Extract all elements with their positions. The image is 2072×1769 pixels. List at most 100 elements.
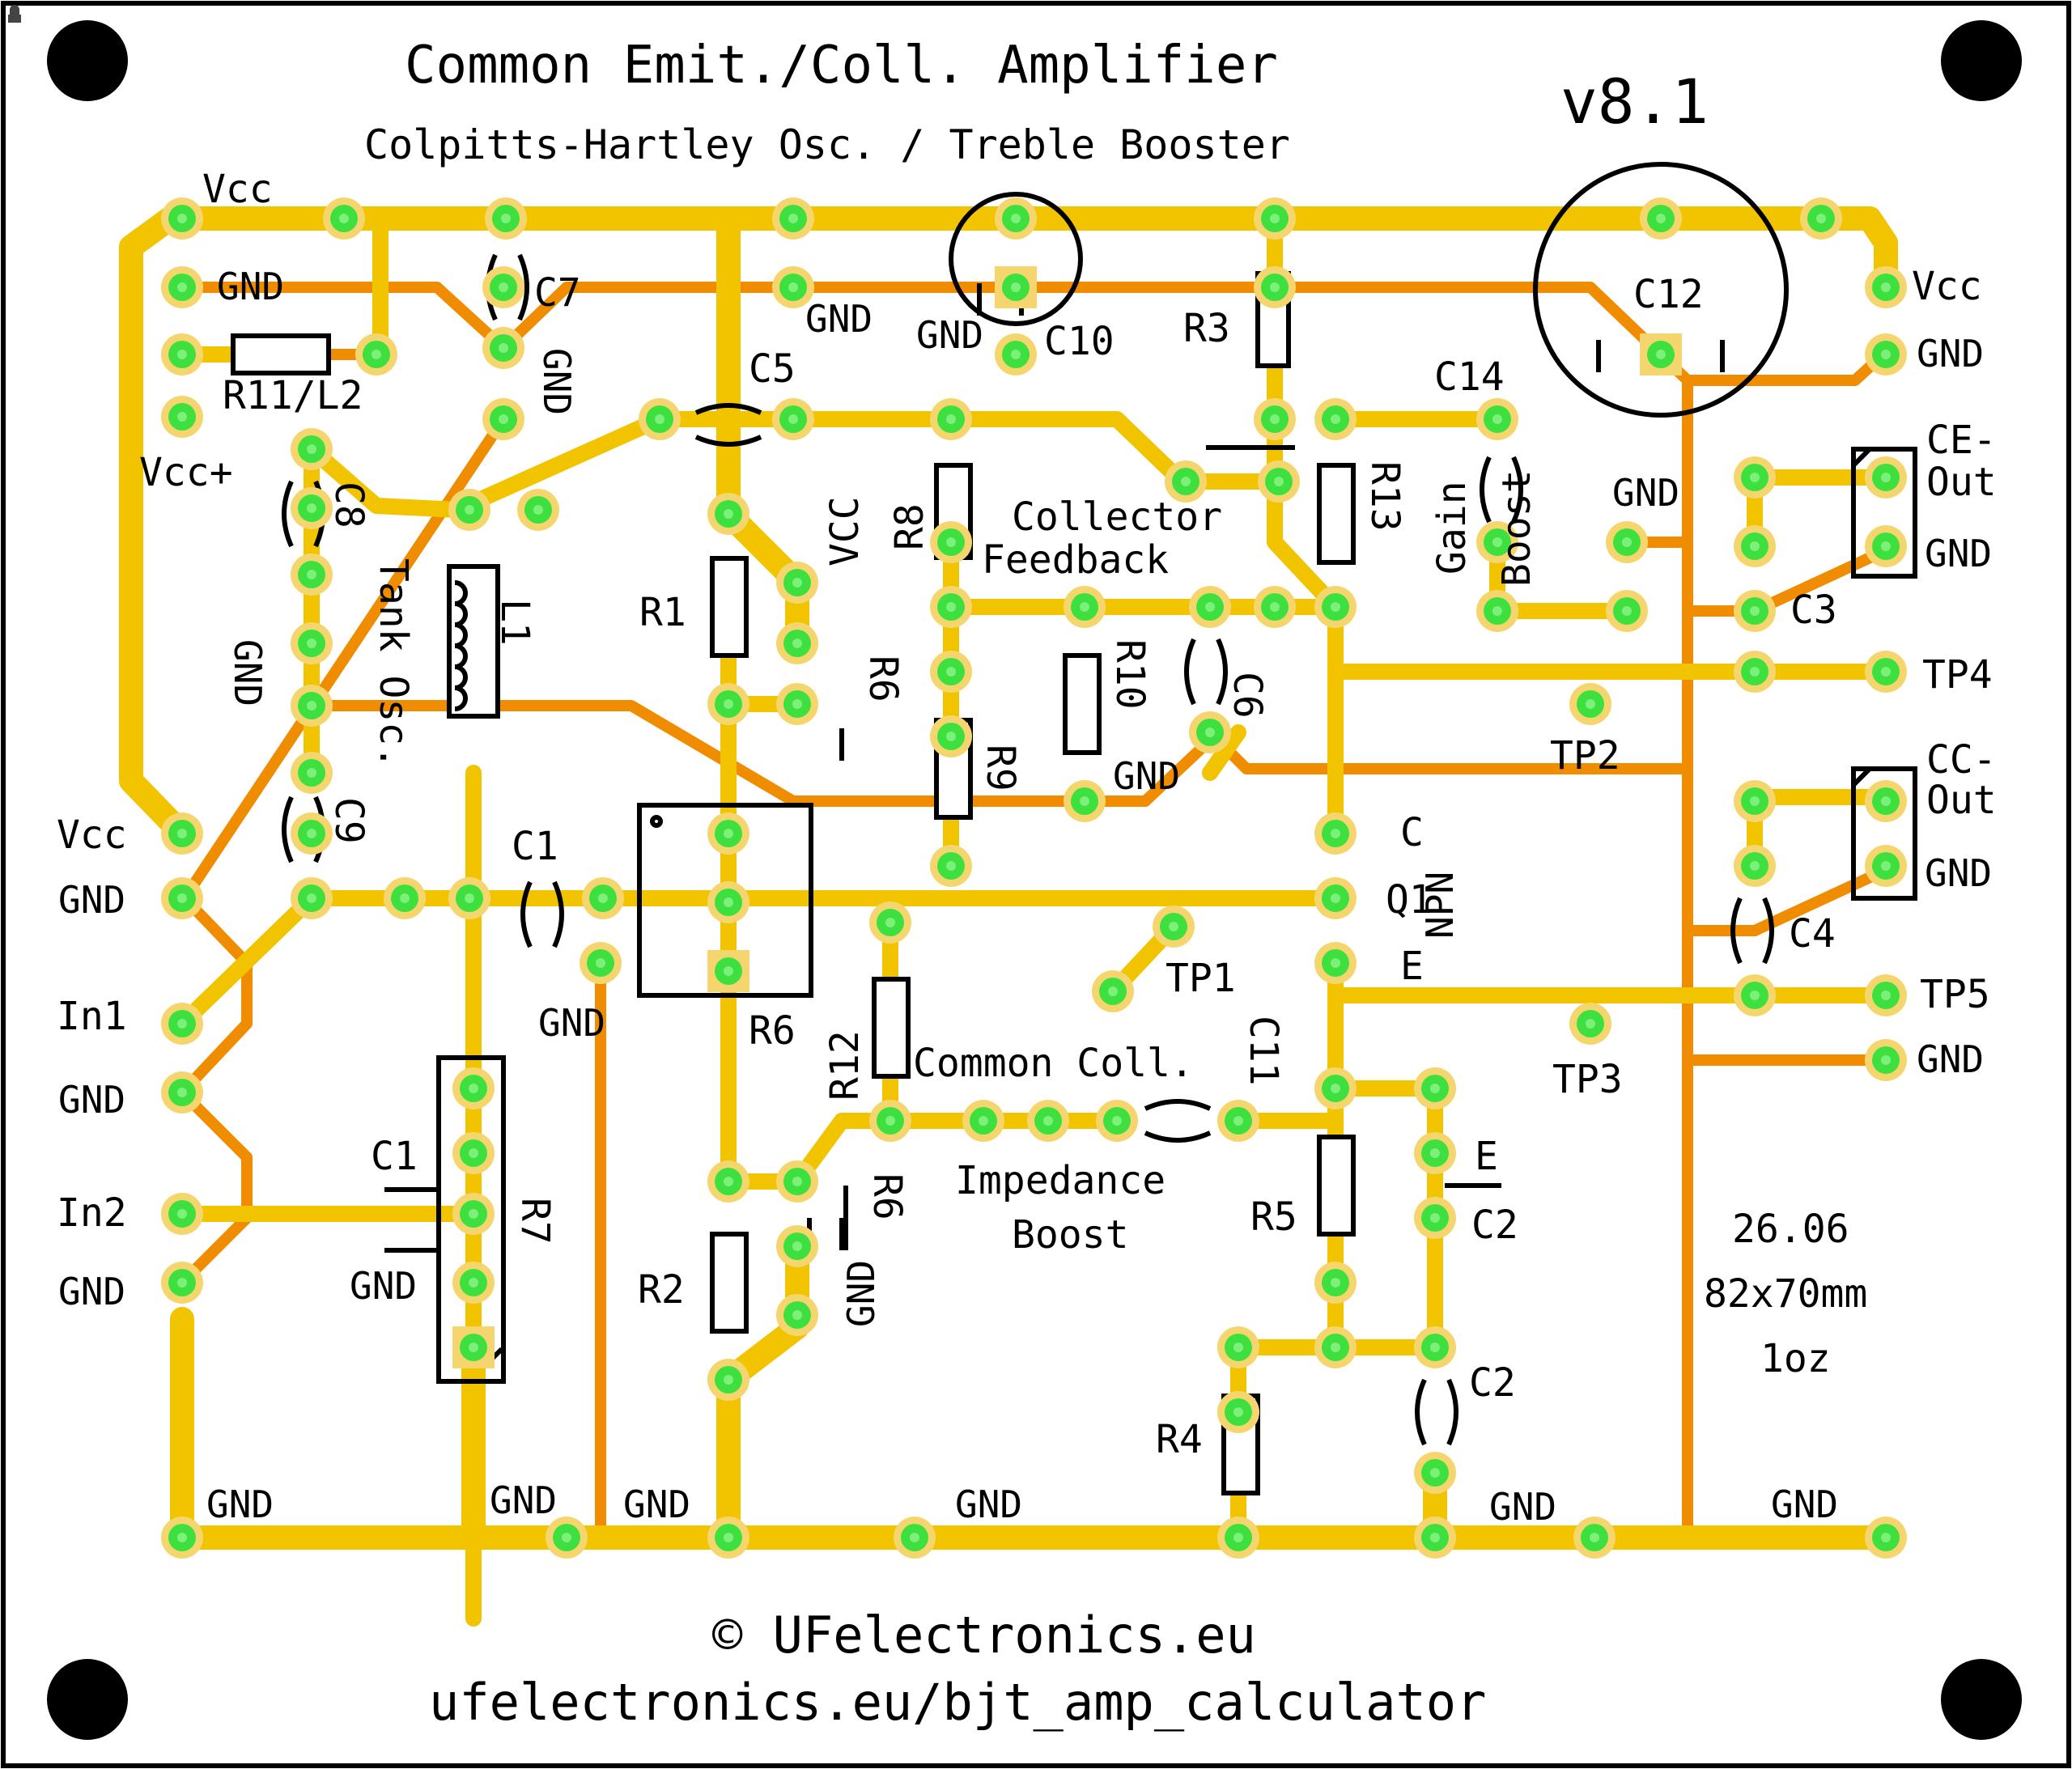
label-gnd-b5: GND — [1489, 1485, 1556, 1529]
pad-drill — [499, 343, 508, 353]
pad-drill — [788, 214, 798, 223]
capacitor-c10-outline — [949, 192, 1083, 326]
pad-drill — [946, 861, 956, 871]
label-q1: Q1 — [1386, 877, 1433, 923]
pad-drill — [1331, 414, 1340, 424]
pad-drill — [724, 699, 733, 709]
pad-drill — [1331, 958, 1340, 968]
label-gnd-right-mid: GND — [1917, 1037, 1984, 1081]
pad-drill — [910, 1533, 919, 1542]
pad-drill — [1750, 606, 1760, 616]
pad-drill — [307, 701, 316, 711]
pad-drill — [1430, 1533, 1440, 1542]
label-r1: R1 — [639, 590, 686, 635]
pad-drill — [792, 578, 802, 588]
pad-drill — [307, 570, 316, 579]
pad-drill — [1331, 893, 1340, 903]
pad-drill — [1750, 796, 1760, 806]
label-gnd-c7: GND — [535, 348, 579, 415]
label-c1-top: C1 — [512, 824, 558, 869]
pad-drill — [1881, 473, 1891, 482]
label-c5: C5 — [749, 346, 796, 392]
pad-drill — [1270, 414, 1280, 424]
label-gnd-c1: GND — [538, 1001, 605, 1045]
label-l1: L1 — [492, 599, 537, 646]
label-gnd-r7: GND — [350, 1264, 417, 1308]
pad-drill — [177, 350, 187, 359]
pad-drill — [501, 214, 511, 223]
pad-drill — [1233, 1407, 1243, 1417]
label-gnd-right-top: GND — [1917, 332, 1984, 375]
label-e-c2: E — [1475, 1134, 1498, 1179]
label-gnd-b6: GND — [1771, 1483, 1838, 1526]
pad-drill — [1881, 991, 1891, 1000]
label-cc: CC- — [1926, 737, 1997, 783]
info-date: 26.06 — [1732, 1207, 1849, 1252]
label-tank-osc: Tank Osc. — [371, 558, 416, 769]
label-out-cc: Out — [1926, 778, 1997, 823]
pad-drill — [946, 414, 956, 424]
pad-drill — [1590, 1533, 1599, 1542]
pad-drill — [724, 1533, 733, 1542]
pad-drill — [724, 829, 733, 838]
pad-drill — [372, 350, 381, 359]
board-title: Common Emit./Coll. Amplifier — [405, 36, 1278, 95]
label-impedance: Impedance — [955, 1158, 1166, 1203]
label-r3: R3 — [1183, 306, 1230, 351]
board-subtitle: Colpitts-Hartley Osc. / Treble Booster — [364, 121, 1290, 168]
pad-drill — [1205, 728, 1215, 737]
label-c3: C3 — [1790, 588, 1837, 633]
pad-drill — [1656, 214, 1666, 223]
label-c1-r7: C1 — [371, 1134, 418, 1179]
label-vcc-right: Vcc — [1912, 264, 1982, 309]
resistor-r2 — [710, 1232, 749, 1334]
pad-drill — [1011, 282, 1021, 292]
pad-drill — [655, 414, 664, 424]
pad-drill — [1181, 477, 1191, 486]
pad-drill — [1331, 1343, 1340, 1352]
pad-drill — [469, 1343, 478, 1352]
label-c6: C6 — [1225, 672, 1270, 719]
pad-drill — [946, 537, 956, 547]
label-gnd-mid-top: GND — [805, 297, 873, 341]
pad-drill — [1430, 1213, 1440, 1223]
pad-drill — [1622, 606, 1632, 616]
copyright-text: © UFelectronics.eu — [712, 1606, 1256, 1665]
pad-layer — [161, 197, 1907, 1559]
label-tp2: TP2 — [1550, 733, 1620, 778]
label-r7: R7 — [512, 1198, 558, 1245]
pad-drill — [1492, 606, 1502, 616]
label-gnd-cc: GND — [1925, 851, 1992, 895]
pad-drill — [177, 1019, 187, 1029]
label-gnd-left-vert: GND — [226, 639, 270, 706]
label-c2-mid: C2 — [1471, 1203, 1518, 1248]
pad-drill — [177, 282, 187, 292]
pad-drill — [1881, 282, 1891, 292]
pad-drill — [1108, 986, 1118, 996]
label-gnd-left3: GND — [58, 1270, 125, 1313]
label-c11: C11 — [1241, 1016, 1286, 1086]
pad-drill — [1750, 541, 1760, 551]
label-gnd-top-left: GND — [217, 265, 284, 308]
pad-drill — [1622, 537, 1632, 547]
pad-drill — [1430, 1468, 1440, 1478]
pad-drill — [1881, 796, 1891, 806]
pad-drill — [724, 897, 733, 907]
mount-hole-bottom-left — [47, 1659, 128, 1740]
pad-drill — [788, 414, 798, 424]
pad-drill — [1274, 477, 1284, 486]
resistor-r11-l2 — [231, 333, 331, 375]
pad-drill — [499, 282, 508, 292]
label-common-coll: Common Coll. — [913, 1041, 1194, 1086]
pad-drill — [1750, 991, 1760, 1000]
label-r4: R4 — [1156, 1417, 1203, 1462]
pad-drill — [1011, 214, 1021, 223]
pad-drill — [1492, 537, 1502, 547]
pad-drill — [469, 1148, 478, 1158]
label-collector: Collector — [1012, 494, 1222, 540]
pad-drill — [1656, 350, 1666, 359]
pad-drill — [724, 966, 733, 976]
label-boost-gain: Boost — [1494, 470, 1539, 588]
pad-drill — [1816, 214, 1826, 223]
pad-drill — [1331, 602, 1340, 612]
